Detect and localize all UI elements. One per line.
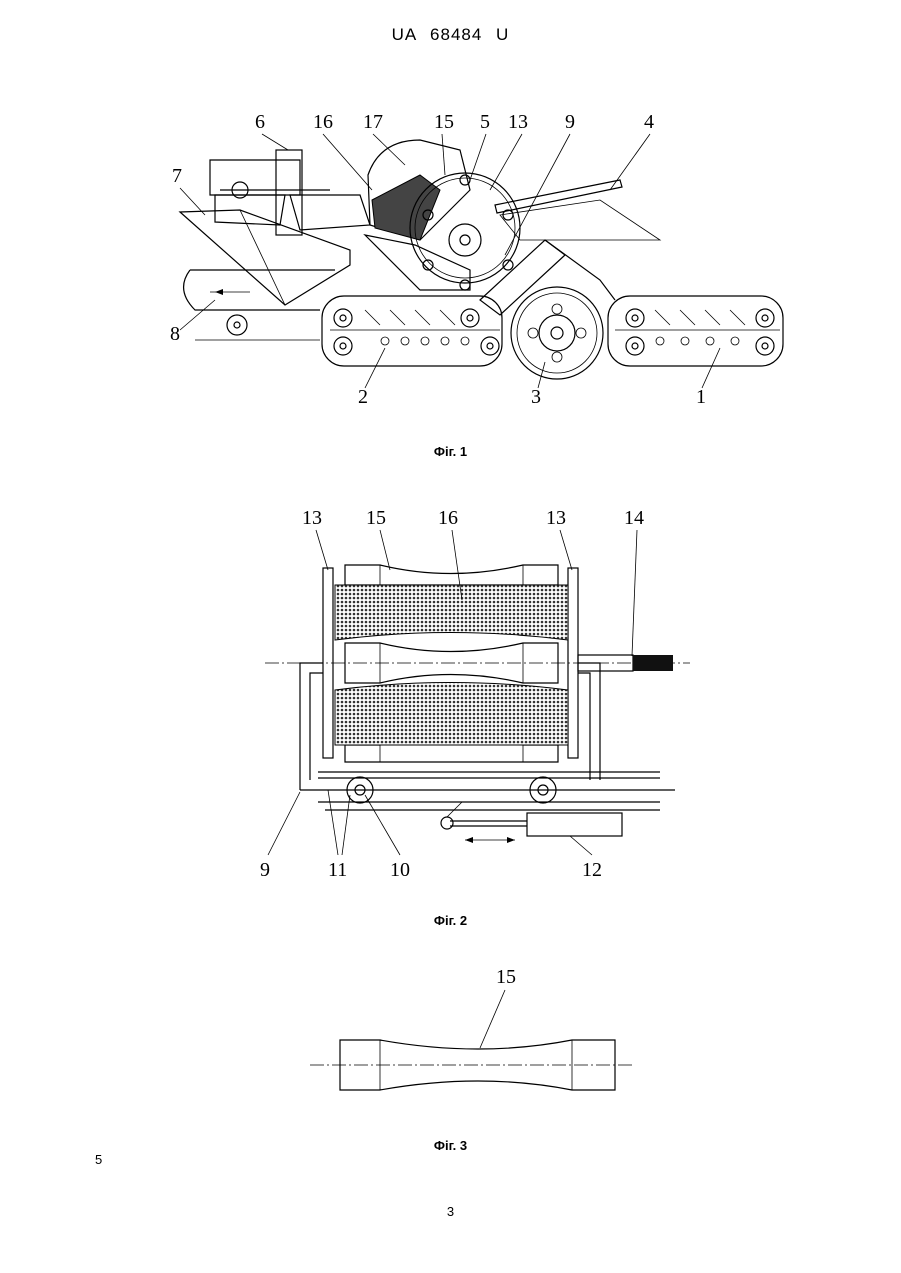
fig2-label-16: 16 [438,507,458,529]
fig2-label-15: 15 [366,507,386,529]
roller-15-top [345,565,558,585]
fig1-label-4: 4 [644,111,654,133]
figure-1-drawing: 6 16 17 15 5 13 9 4 7 8 2 3 1 [170,111,783,408]
fig2-label-11: 11 [328,859,347,881]
fig1-label-8: 8 [170,323,180,345]
fig1-label-7: 7 [172,165,182,187]
figure-3-drawing: 15 [310,966,635,1090]
fig1-label-3: 3 [531,386,541,408]
drum-3 [511,287,603,379]
page-number: 3 [0,1204,901,1219]
fig1-label-17: 17 [363,111,383,133]
fig2-label-13-left: 13 [302,507,322,529]
line-number-margin: 5 [95,1152,102,1167]
figure-2-drawing: 13 15 16 13 14 9 11 10 12 [260,507,690,881]
mesh-16-bottom [335,683,568,746]
fig2-label-12: 12 [582,859,602,881]
conveyor-2 [322,296,502,366]
fig1-label-15: 15 [434,111,454,133]
fig1-label-9: 9 [565,111,575,133]
fig2-label-9: 9 [260,859,270,881]
fig2-label-13-right: 13 [546,507,566,529]
fig3-label-15: 15 [496,966,516,988]
fig2-label-10: 10 [390,859,410,881]
mesh-16-top [335,585,568,640]
figure-2-caption: Фіг. 2 [0,913,901,928]
fig1-label-6: 6 [255,111,265,133]
fig1-label-2: 2 [358,386,368,408]
fig1-label-13: 13 [508,111,528,133]
figure-3-caption: Фіг. 3 [0,1138,901,1153]
fig1-label-5: 5 [480,111,490,133]
fig1-label-1: 1 [696,386,706,408]
fig1-label-16: 16 [313,111,333,133]
fig2-label-14: 14 [624,507,644,529]
figure-1-caption: Фіг. 1 [0,444,901,459]
